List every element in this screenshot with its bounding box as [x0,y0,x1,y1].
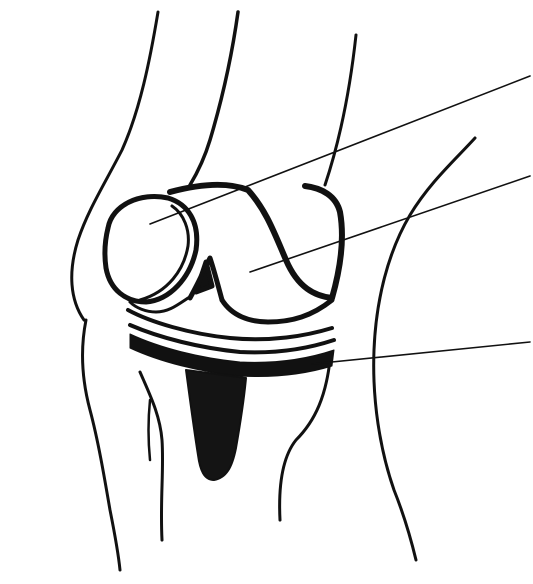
tibial-tray-plate [130,334,334,377]
patellar-component-inner [140,206,188,300]
fibula-line [140,372,163,540]
tibial-stem [186,370,246,480]
femoral-component-lower [222,300,332,322]
calf-line-left [149,400,151,460]
leg-outline-left [83,320,120,570]
thigh-outline-right [325,35,356,185]
tibia-line-right [280,360,330,520]
thigh-outline-left [72,12,158,320]
femoral-notch [196,262,212,292]
leader-line-tibial [312,342,530,364]
femur-shaft-line [190,12,238,185]
patellar-component-outer [105,197,197,302]
